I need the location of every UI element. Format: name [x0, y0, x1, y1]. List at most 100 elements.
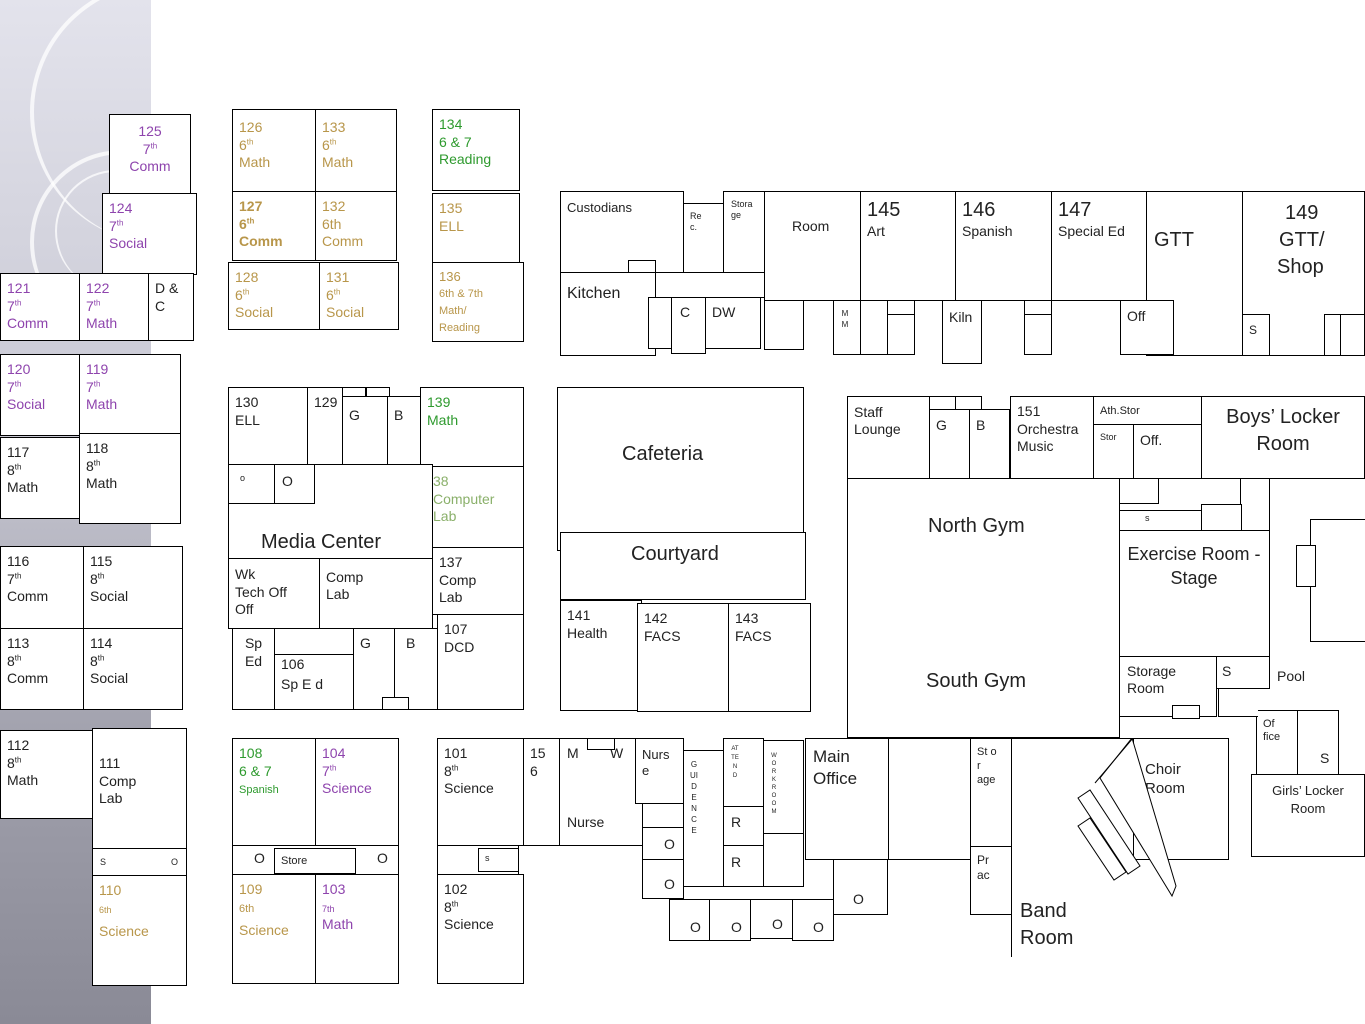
cafeteria[interactable] — [557, 387, 804, 551]
room-131[interactable]: 131 6th Social — [319, 262, 399, 330]
room-142[interactable]: 142 FACS — [637, 603, 729, 712]
room-label: Spanish — [239, 784, 279, 796]
hall-closet — [1024, 300, 1052, 315]
room-102[interactable]: 102 8th Science — [437, 874, 524, 984]
room-104[interactable]: 104 7th Science — [315, 738, 399, 846]
restroom-r-label: R — [731, 814, 742, 830]
hall-closet — [1024, 314, 1052, 355]
room-label: Computer — [433, 490, 495, 507]
storage-room-gym[interactable] — [1119, 656, 1217, 717]
room-137[interactable]: 137 Comp Lab — [432, 547, 524, 615]
room-sp-ed[interactable]: Sp Ed — [232, 628, 275, 710]
room-114[interactable]: 114 8th Social — [83, 628, 183, 710]
pool[interactable] — [1310, 519, 1365, 642]
closet-o — [792, 899, 834, 941]
restroom-b-top[interactable] — [387, 396, 421, 466]
closet-s-label: S — [1222, 663, 1232, 679]
staff-lounge[interactable] — [847, 396, 930, 479]
room-111[interactable]: 111 Comp Lab — [92, 728, 187, 849]
room-label: Science — [99, 923, 149, 939]
room-107[interactable]: 107 DCD — [437, 614, 524, 710]
restroom-label-b: B — [394, 407, 404, 423]
room-d-and-c[interactable]: D & C — [148, 273, 194, 341]
room-118[interactable]: 118 8th Math — [79, 433, 181, 524]
room-116[interactable]: 116 7th Comm — [0, 546, 84, 629]
grade: 6 — [235, 286, 243, 303]
room-136[interactable]: 136 6th & 7th Math/ Reading — [432, 262, 524, 342]
room-127[interactable]: 127 6th Comm — [232, 191, 316, 261]
room-138[interactable]: 38 Computer Lab — [432, 466, 524, 548]
subject: Social — [326, 304, 365, 320]
room-112[interactable]: 112 8th Math — [0, 730, 93, 819]
room-label: Spanish — [962, 223, 1013, 239]
room-number: 125 — [138, 123, 162, 139]
grade: 7 — [86, 297, 94, 314]
room-119[interactable]: 119 7th Math — [79, 354, 181, 434]
room-108[interactable]: 108 6 & 7 Spanish — [232, 738, 316, 846]
room-132[interactable]: 132 6th Comm — [315, 191, 397, 261]
room-109[interactable]: 109 6th Science — [232, 874, 316, 984]
closet — [1201, 504, 1242, 531]
nurse-room[interactable] — [635, 738, 684, 804]
room-135[interactable]: 135 ELL — [432, 193, 520, 263]
exercise-room[interactable] — [1119, 530, 1270, 657]
room-103[interactable]: 103 7th Math — [315, 874, 399, 984]
room-label: Reading — [439, 321, 480, 334]
room-number: 122 — [86, 280, 110, 296]
dishwasher[interactable] — [705, 297, 761, 349]
room-146[interactable]: 146 Spanish — [955, 191, 1052, 301]
ath-office[interactable] — [1133, 424, 1202, 479]
room-110[interactable]: 110 6th Science — [92, 875, 187, 986]
kiln-room[interactable] — [942, 300, 982, 364]
room-124[interactable]: 124 7th Social — [102, 193, 197, 275]
room-139[interactable]: 139 Math — [420, 387, 524, 467]
room-130[interactable]: 130 ELL — [228, 387, 308, 465]
store-room[interactable] — [274, 848, 356, 874]
media-comp-lab[interactable] — [319, 558, 433, 629]
doorway — [342, 387, 366, 397]
room-121[interactable]: 121 7th Comm — [0, 273, 80, 341]
attendance[interactable] — [723, 738, 764, 807]
stor-label: Stor — [1100, 432, 1117, 442]
rec-room[interactable] — [683, 203, 724, 273]
restroom-r[interactable] — [723, 806, 764, 846]
room-151[interactable]: 151 Orchestra Music — [1010, 396, 1094, 479]
room-number: 104 — [322, 745, 346, 761]
room-115[interactable]: 115 8th Social — [83, 546, 183, 629]
stor-room[interactable] — [1093, 424, 1134, 479]
room-128[interactable]: 128 6th Social — [228, 262, 320, 330]
restroom-b-mid[interactable] — [394, 628, 438, 710]
room-113[interactable]: 113 8th Comm — [0, 628, 84, 710]
room-134[interactable]: 134 6 & 7 Reading — [432, 109, 520, 191]
restroom-r[interactable] — [723, 845, 764, 887]
room-129[interactable]: 129 — [307, 387, 343, 465]
room-122[interactable]: 122 7th Math — [79, 273, 149, 341]
room-label: ELL — [235, 411, 260, 428]
room-145[interactable]: 145 Art — [860, 191, 956, 301]
grade: 7 — [7, 570, 15, 587]
room-141[interactable]: 141 Health — [560, 600, 642, 711]
room-120[interactable]: 120 7th Social — [0, 354, 80, 436]
room-147[interactable]: 147 Special Ed — [1051, 191, 1147, 301]
room-143[interactable]: 143 FACS — [728, 603, 811, 712]
room-156[interactable]: 15 6 — [523, 738, 560, 846]
band-storage[interactable] — [970, 738, 1012, 847]
restroom-g-mid[interactable] — [353, 628, 395, 710]
gym[interactable] — [847, 478, 1120, 738]
custodians[interactable] — [560, 191, 684, 273]
room-number: 137 — [439, 554, 463, 570]
room-126[interactable]: 126 6th Math — [232, 109, 316, 192]
staff-lounge-label: Staff Lounge — [854, 404, 924, 438]
room-133[interactable]: 133 6th Math — [315, 109, 397, 192]
restroom-b-gym[interactable] — [969, 409, 1010, 479]
subject: Math — [7, 479, 39, 495]
closet-s-label: s — [1145, 513, 1150, 523]
room-125[interactable]: 125 7th Comm — [109, 114, 191, 194]
room[interactable] — [764, 191, 861, 301]
room-number: 151 — [1017, 403, 1041, 419]
room-number: 143 — [735, 610, 759, 626]
gtt-office[interactable] — [1120, 300, 1174, 355]
room-101[interactable]: 101 8th Science — [437, 738, 524, 846]
room-117[interactable]: 117 8th Math — [0, 437, 80, 519]
room-number: 124 — [109, 200, 133, 216]
